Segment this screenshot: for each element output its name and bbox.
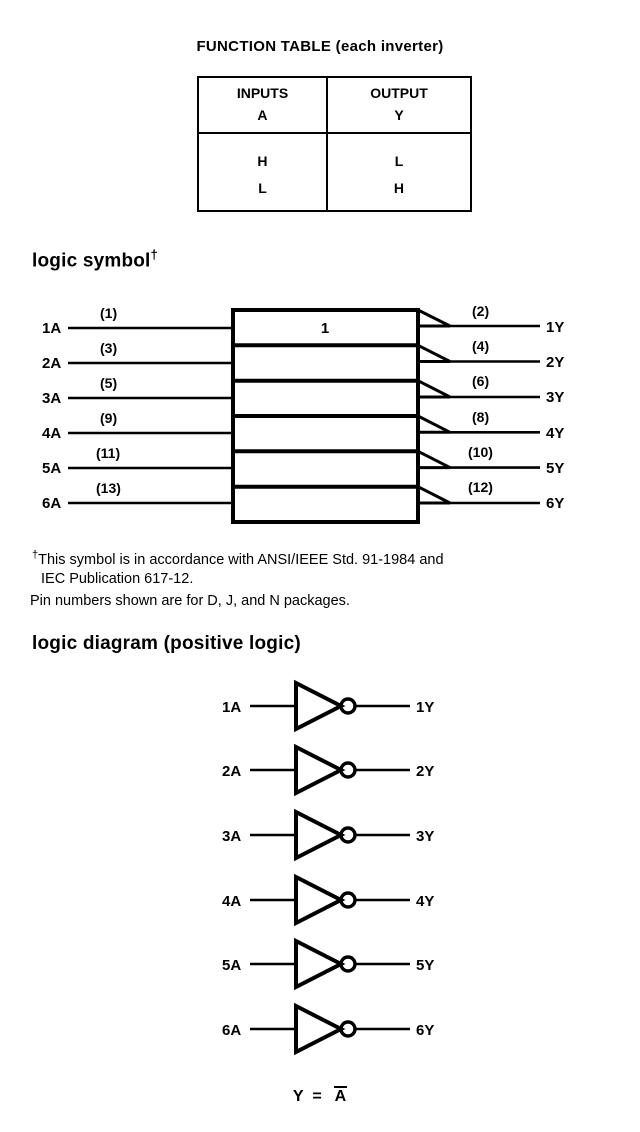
channel-2-output-pin: (4) <box>472 338 489 354</box>
logic-symbol-channel-5: 5A (11) (10) 5Y <box>42 444 564 477</box>
footnote-symbol-line2: IEC Publication 617-12. <box>41 570 194 587</box>
table-header-inputs: INPUTS A <box>197 76 328 134</box>
logic-symbol-diagram: 1 1A (1) (2) 1Y 2A (3) (4) 2Y 3A (5) (6)… <box>42 303 564 524</box>
channel-4-input-label: 4A <box>42 425 61 442</box>
output-value-0: L <box>394 153 404 170</box>
function-table-title-suffix: (each inverter) <box>331 38 444 55</box>
channel-6-input-label: 6A <box>42 495 61 512</box>
gate-1-input-label: 1A <box>222 699 241 716</box>
gate-3-output-label: 3Y <box>416 828 434 845</box>
channel-4-input-pin: (9) <box>100 410 117 426</box>
footnote-pin-packages: Pin numbers shown are for D, J, and N pa… <box>30 593 350 609</box>
function-table-title-bold: FUNCTION TABLE <box>196 38 332 55</box>
header-output-name: OUTPUT <box>370 85 428 102</box>
logic-symbol-channel-3: 3A (5) (6) 3Y <box>42 373 564 407</box>
header-output-signal: Y <box>394 107 404 123</box>
logic-symbol-qualifier: 1 <box>321 320 329 337</box>
channel-1-output-label: 1Y <box>546 319 564 336</box>
logic-symbol-channel-4: 4A (9) (8) 4Y <box>42 409 564 442</box>
header-inputs-name: INPUTS <box>236 85 289 102</box>
inverter-gate-5: 5A 5Y <box>222 937 434 991</box>
logic-symbol-box-outline <box>231 308 420 524</box>
channel-2-input-label: 2A <box>42 355 61 372</box>
channel-1-input-pin: (1) <box>100 305 117 321</box>
page-title-logic-symbol: logic symbol† <box>32 247 158 272</box>
gate-5-output-label: 5Y <box>416 957 434 974</box>
inverter-gate-2: 2A 2Y <box>222 743 434 797</box>
table-header-row: INPUTS A OUTPUT Y <box>197 76 473 134</box>
gate-2-input-label: 2A <box>222 763 241 780</box>
page-title-logic-diagram: logic diagram (positive logic) <box>32 633 301 654</box>
channel-3-output-pin: (6) <box>472 373 489 389</box>
gate-4-input-label: 4A <box>222 893 241 910</box>
inverter-gate-3: 3A 3Y <box>222 808 434 862</box>
gate-5-input-label: 5A <box>222 957 241 974</box>
channel-5-output-label: 5Y <box>546 460 564 477</box>
logic-symbol-channel-6: 6A (13) (12) 6Y <box>42 479 564 512</box>
channel-1-output-pin: (2) <box>472 303 489 319</box>
channel-4-output-pin: (8) <box>472 409 489 425</box>
input-value-0: H <box>257 153 268 170</box>
equation-lhs: Y <box>292 1088 304 1105</box>
gate-4-output-label: 4Y <box>416 893 434 910</box>
table-cell-inputs-values: H L <box>197 132 328 212</box>
gate-2-output-label: 2Y <box>416 763 434 780</box>
channel-6-input-pin: (13) <box>96 480 121 496</box>
channel-3-output-label: 3Y <box>546 389 564 406</box>
heading-logic-symbol-text: logic symbol <box>32 250 151 272</box>
logic-equation: Y = A <box>0 1086 640 1106</box>
footnote-symbol-standard: †This symbol is in accordance with ANSI/… <box>32 546 444 589</box>
footnote-dagger-icon: † <box>32 549 39 561</box>
gate-6-input-label: 6A <box>222 1022 241 1039</box>
channel-6-output-pin: (12) <box>468 479 493 495</box>
logic-symbol-channel-1: 1A (1) (2) 1Y <box>42 303 564 337</box>
output-value-1: H <box>393 180 405 196</box>
channel-6-output-label: 6Y <box>546 495 564 512</box>
channel-2-input-pin: (3) <box>100 340 117 356</box>
dagger-marker-icon: † <box>150 247 158 262</box>
table-body-row: H L L H <box>197 132 473 212</box>
function-table-title: FUNCTION TABLE (each inverter) <box>0 38 640 55</box>
function-table: INPUTS A OUTPUT Y H L L H <box>197 76 473 212</box>
logic-diagram: 1A 1Y 2A 2Y 3A 3Y 4A 4Y 5A <box>222 679 434 1056</box>
equation-operator: = <box>312 1088 322 1105</box>
gate-6-output-label: 6Y <box>416 1022 434 1039</box>
channel-3-input-pin: (5) <box>100 375 117 391</box>
channel-5-input-label: 5A <box>42 460 61 477</box>
gate-1-output-label: 1Y <box>416 699 434 716</box>
channel-5-input-pin: (11) <box>96 445 120 461</box>
table-header-output: OUTPUT Y <box>325 76 473 134</box>
channel-2-output-label: 2Y <box>546 354 564 371</box>
equation-rhs-negated: A <box>333 1086 348 1105</box>
channel-1-input-label: 1A <box>42 320 61 337</box>
logic-symbol-channel-2: 2A (3) (4) 2Y <box>42 338 564 372</box>
inverter-gate-6: 6A 6Y <box>222 1002 434 1056</box>
footnote-symbol-line1: This symbol is in accordance with ANSI/I… <box>38 551 444 568</box>
inverter-gate-4: 4A 4Y <box>222 873 434 927</box>
table-cell-output-values: L H <box>325 132 473 212</box>
channel-3-input-label: 3A <box>42 390 61 407</box>
gate-3-input-label: 3A <box>222 828 241 845</box>
inverter-gate-1: 1A 1Y <box>222 679 434 733</box>
header-inputs-signal: A <box>257 107 268 123</box>
channel-5-output-pin: (10) <box>468 444 493 460</box>
input-value-1: L <box>258 180 267 196</box>
channel-4-output-label: 4Y <box>546 425 564 442</box>
